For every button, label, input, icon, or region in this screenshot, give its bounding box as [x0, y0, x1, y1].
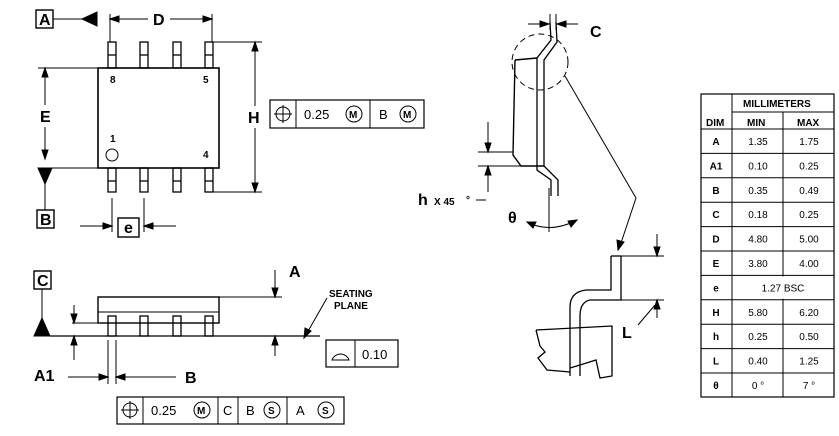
pin-number-5: 5 [203, 75, 209, 86]
table-cell-max: 0.50 [799, 332, 819, 343]
table-cell-min: 0.25 [748, 332, 768, 343]
dim-e-pitch-label: e [124, 220, 133, 237]
mmc-modifier-icon [193, 401, 211, 419]
table-cell-max: 7 ° [803, 381, 815, 392]
fcf-bottom-datum-a-modifier: S [322, 406, 329, 417]
fcf-flatness: 0.10 [325, 339, 399, 368]
table-cell-dim: B [712, 186, 719, 197]
seating-plane-label-2: PLANE [334, 301, 368, 312]
fcf-position-top: 0.25 M B M [269, 99, 425, 129]
seating-plane-label-1: SEATING [329, 289, 373, 300]
table-cell-min: 5.80 [748, 308, 768, 319]
table-cell-min: 3.80 [748, 259, 768, 270]
datum-c-triangle [33, 316, 51, 337]
datum-a-triangle [80, 11, 98, 27]
detail-circle [511, 33, 569, 91]
table-cell-dim: A1 [710, 161, 723, 172]
table-cell-min: 0.40 [748, 357, 768, 368]
profile-symbol-icon [331, 353, 350, 361]
dim-l-label: L [622, 325, 632, 342]
pin-number-8: 8 [110, 75, 116, 86]
table-cell-min: 0.35 [748, 186, 768, 197]
mmc-modifier-icon [399, 105, 417, 123]
table-cell-min: 0 ° [752, 381, 764, 392]
fcf-top-datum: B [379, 107, 388, 122]
pin-number-1: 1 [110, 134, 116, 145]
table-cell-max: 1.25 [799, 357, 819, 368]
dim-c-label: C [590, 24, 602, 41]
side-view: C A SEATING PLANE 0.10 A1 [33, 264, 399, 425]
dim-e-label: E [40, 109, 51, 126]
table-cell-dim: E [713, 259, 720, 270]
datum-b-label: B [40, 212, 52, 229]
pin-number-4: 4 [203, 150, 209, 161]
table-cell-dim: L [713, 357, 719, 368]
table-col-dim: DIM [706, 118, 724, 129]
datum-b-triangle [37, 167, 53, 186]
fcf-bottom-modifier: M [197, 406, 205, 417]
table-cell-min: 0.18 [748, 210, 768, 221]
mmc-modifier-icon [345, 105, 363, 123]
table-cell-max: 0.49 [799, 186, 819, 197]
dim-chamfer-deg: ° [466, 195, 470, 206]
dim-e-pitch-box [117, 217, 140, 238]
end-view: C h X 45 ° θ [418, 14, 664, 379]
detail-pcb-land [535, 325, 613, 379]
pin1-marker [105, 148, 119, 162]
lower-pins [107, 167, 214, 193]
dim-chamfer-x45: X 45 [434, 197, 455, 208]
fcf-bottom-datum-c: C [223, 403, 232, 418]
rfs-modifier-icon [317, 401, 335, 419]
table-cell-min: 1.27 BSC [762, 283, 805, 294]
lead-profile [536, 21, 559, 196]
detail-lead [535, 255, 622, 379]
table-cell-max: 0.25 [799, 210, 819, 221]
package-body-end [512, 57, 544, 167]
dim-a1-label: A1 [34, 368, 55, 385]
dim-d-label: D [153, 12, 165, 29]
table-cell-max: 5.00 [799, 235, 819, 246]
table-cell-dim: h [713, 332, 719, 343]
table-cell-dim: C [712, 210, 719, 221]
rfs-modifier-icon [263, 401, 281, 419]
dim-h-chamfer-label: h [418, 192, 428, 209]
datum-a-label: A [39, 12, 51, 29]
table-cell-min: 1.35 [748, 137, 768, 148]
table-cell-dim: H [712, 308, 719, 319]
table-cell-max: 6.20 [799, 308, 819, 319]
fcf-bottom-datum-b: B [246, 403, 255, 418]
package-body-top [97, 67, 220, 169]
table-group-header: MILLIMETERS [743, 99, 811, 110]
package-body-side [97, 296, 220, 324]
table-cell-dim: θ [713, 381, 718, 392]
top-view: 8 5 1 4 A D E B H [35, 9, 425, 238]
table-cell-min: 0.10 [748, 161, 768, 172]
fcf-position-bottom: 0.25 M C B S A S [116, 396, 345, 425]
table-col-min: MIN [747, 118, 765, 129]
datum-c-label: C [37, 273, 49, 290]
dim-b-label: B [185, 370, 197, 387]
upper-pins [107, 41, 214, 69]
fcf-bottom-datum-b-modifier: S [268, 406, 275, 417]
fcf-flatness-tolerance: 0.10 [362, 347, 387, 362]
table-col-max: MAX [797, 118, 820, 129]
table-cell-max: 0.25 [799, 161, 819, 172]
fcf-top-datum-modifier: M [403, 110, 411, 121]
fcf-top-tolerance: 0.25 [304, 107, 329, 122]
table-cell-min: 4.80 [748, 235, 768, 246]
fcf-top-modifier: M [349, 110, 357, 121]
dim-h-label: H [248, 110, 260, 127]
table-cell-dim: D [712, 235, 719, 246]
fcf-bottom-datum-a: A [296, 403, 305, 418]
datum-b-box [36, 209, 55, 229]
table-cell-max: 4.00 [799, 259, 819, 270]
dim-a-label: A [289, 264, 301, 281]
table-cell-dim: A [712, 137, 719, 148]
table-cell-max: 1.75 [799, 137, 819, 148]
dim-theta-label: θ [508, 210, 517, 227]
fcf-bottom-tolerance: 0.25 [151, 403, 176, 418]
table-cell-dim: e [713, 283, 719, 294]
